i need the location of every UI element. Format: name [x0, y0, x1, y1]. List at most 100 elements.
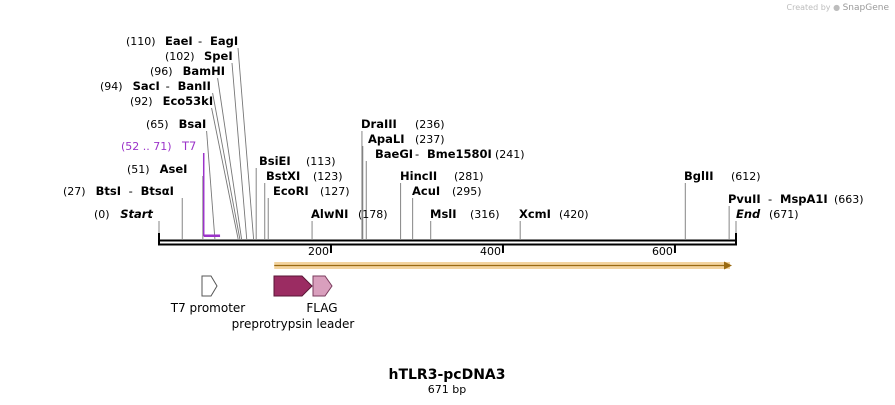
site-position-label: (237): [415, 133, 445, 146]
t7-promoter-label: T7 promoter: [170, 301, 246, 315]
isoschizomer-separator: -: [129, 184, 133, 198]
site-name-label: AcuI: [412, 184, 440, 198]
site-leader-line: [237, 47, 255, 240]
restriction-site-labels: (0)Start(27)BtsI-BtsαI(51)AseI(65)BsaI(9…: [63, 34, 864, 221]
primer-annotation: (52 .. 71)T7: [121, 139, 221, 237]
site-position-label: (127): [320, 185, 350, 198]
site-xcmi: XcmI (420): [519, 207, 589, 221]
ruler-tick: [673, 245, 676, 253]
watermark-brand: SnapGene: [842, 3, 889, 13]
site-msli: MslI(316): [430, 207, 500, 221]
site-position-label: (281): [454, 170, 484, 183]
isoschizomer-separator: -: [768, 192, 772, 206]
site-name-label: DraIII: [361, 117, 397, 131]
site-bsai: (65) BsaI: [146, 117, 206, 131]
site-name-label: EaeI: [165, 34, 193, 48]
site-position-label: (671): [769, 208, 799, 221]
site-leader-line: [212, 92, 241, 240]
site-bsiei: BsiEI (113): [259, 154, 336, 168]
site-position-label: (110): [126, 35, 156, 48]
site-position-label: (663): [834, 193, 864, 206]
site-bamhi: (96) BamHI: [150, 64, 225, 78]
site-leader-lines: [158, 47, 737, 240]
isoschizomer-name: BtsαI: [141, 184, 174, 198]
preprotrypsin-leader-arrow: [273, 275, 313, 297]
ruler-tick-label: 600: [652, 245, 673, 258]
site-name-label: End: [736, 207, 761, 221]
site-pvuii: PvuII-MspA1I (663): [728, 192, 864, 206]
site-bglii: BglII (612): [684, 169, 761, 183]
site-acui: AcuI(295): [412, 184, 482, 198]
backbone-bottom-strand: [159, 243, 736, 246]
site-btsi: (27) BtsI-BtsαI: [63, 184, 174, 198]
isoschizomer-name: MspA1I: [780, 192, 828, 206]
flag-tag-arrow: [312, 275, 333, 297]
site-position-label: (241): [495, 148, 525, 161]
site-eco53ki: (92)Eco53kI: [130, 94, 213, 108]
watermark-prefix: Created by: [786, 3, 831, 12]
site-name-label: AseI: [160, 162, 188, 176]
site-name-label: BglII: [684, 169, 714, 183]
site-name-label: Start: [120, 207, 153, 221]
site-name-label: BtsI: [96, 184, 121, 198]
ruler-tick-label: 200: [308, 245, 329, 258]
site-leader-line: [231, 62, 248, 240]
site-draiii: DraIII(236): [361, 117, 445, 131]
snapgene-logo-icon: ●: [833, 3, 841, 12]
site-eaei: (110)EaeI-EagI: [126, 34, 238, 48]
site-apali: ApaLI (237): [368, 132, 445, 146]
isoschizomer-name: Bme1580I: [427, 147, 492, 161]
flag-label: FLAG: [306, 301, 337, 315]
site-hincii: HincII (281): [400, 169, 484, 183]
site-name-label: AlwNI: [311, 207, 348, 221]
site-position-label: (96): [150, 65, 173, 78]
site-name-label: XcmI: [519, 207, 551, 221]
site-position-label: (420): [559, 208, 589, 221]
site-spei: (102) SpeI: [165, 49, 233, 63]
t7-promoter-arrow: [201, 275, 218, 297]
primer-range-label: (52 .. 71): [121, 140, 172, 153]
site-name-label: BamHI: [183, 64, 225, 78]
map-length: 671 bp: [428, 383, 466, 396]
site-name-label: SpeI: [204, 49, 233, 63]
backbone-top-strand: [159, 239, 736, 242]
site-position-label: (27): [63, 185, 86, 198]
site-name-label: HincII: [400, 169, 437, 183]
site-name-label: SacI: [133, 79, 160, 93]
site-name-label: BsiEI: [259, 154, 291, 168]
isoschizomer-separator: -: [415, 147, 419, 161]
site-position-label: (316): [470, 208, 500, 221]
isoschizomer-separator: -: [166, 79, 170, 93]
site-leader-line: [217, 77, 242, 240]
site-start: (0)Start: [94, 207, 153, 221]
primer-binding-bar: [203, 234, 221, 237]
site-name-label: BsaI: [179, 117, 207, 131]
site-position-label: (51): [127, 163, 150, 176]
site-leader-line: [211, 107, 239, 240]
feature-track: T7 promoter preprotrypsin leader FLAG: [170, 261, 732, 331]
site-position-label: (102): [165, 50, 195, 63]
site-bstxi: BstXI(123): [266, 169, 343, 183]
site-baegi: BaeGI-Bme1580I(241): [375, 147, 525, 161]
backbone-end-cap: [735, 233, 737, 246]
site-asei: (51) AseI: [127, 162, 187, 176]
ruler-tick: [501, 245, 504, 253]
site-position-label: (65): [146, 118, 169, 131]
site-position-label: (113): [306, 155, 336, 168]
site-name-label: BaeGI: [375, 147, 413, 161]
site-position-label: (92): [130, 95, 153, 108]
site-name-label: ApaLI: [368, 132, 405, 146]
snapgene-watermark: Created by ● SnapGene: [787, 3, 890, 13]
site-position-label: (94): [100, 80, 123, 93]
preprotrypsin-leader-label: preprotrypsin leader: [232, 317, 355, 331]
site-position-label: (612): [731, 170, 761, 183]
site-name-label: BstXI: [266, 169, 300, 183]
site-leader-line: [206, 130, 216, 240]
site-name-label: PvuII: [728, 192, 761, 206]
site-end: End (671): [736, 207, 799, 221]
map-title: hTLR3-pcDNA3: [388, 367, 505, 383]
site-name-label: EcoRI: [273, 184, 309, 198]
isoschizomer-name: BanII: [178, 79, 211, 93]
